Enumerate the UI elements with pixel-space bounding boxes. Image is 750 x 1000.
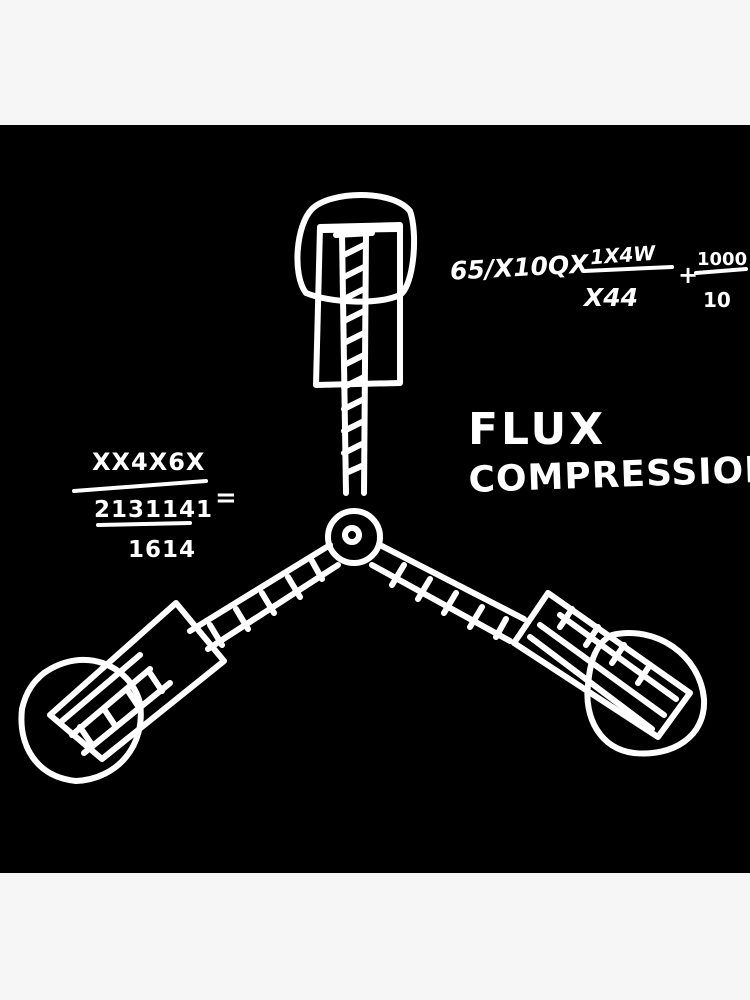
equation-top-right-second-numerator: 1000 (697, 249, 748, 270)
equation-left-equals: = (215, 483, 237, 513)
equation-top-right-denominator: X44 (584, 283, 639, 312)
center-node (325, 508, 383, 566)
flux-capacitor-drawing (18, 192, 748, 784)
left-electrode (18, 600, 227, 784)
title-compression: COMPRESSION (467, 449, 750, 501)
right-stem (369, 542, 527, 644)
left-fraction-bars (72, 479, 208, 527)
equation-left-numerator: XX4X6X (92, 448, 206, 476)
equation-top-right-term: 65/X10QX (449, 249, 590, 286)
top-right-fraction-bars (582, 265, 748, 275)
left-stem (187, 542, 341, 652)
equation-left-middle: 2131141 (94, 497, 214, 523)
top-stem (339, 230, 369, 496)
top-margin (0, 0, 750, 125)
equation-top-right-numerator: 1X4W (589, 240, 657, 270)
blackboard: FLUX COMPRESSION 65/X10QX 1X4W X44 + 100… (0, 125, 750, 873)
equation-top-right-plus: + (678, 261, 699, 289)
title-flux: FLUX (468, 404, 607, 455)
equation-top-right-second-denominator: 10 (703, 288, 731, 312)
bottom-margin (0, 873, 750, 1000)
right-electrode (511, 590, 708, 757)
equation-left-denominator: 1614 (128, 537, 197, 563)
